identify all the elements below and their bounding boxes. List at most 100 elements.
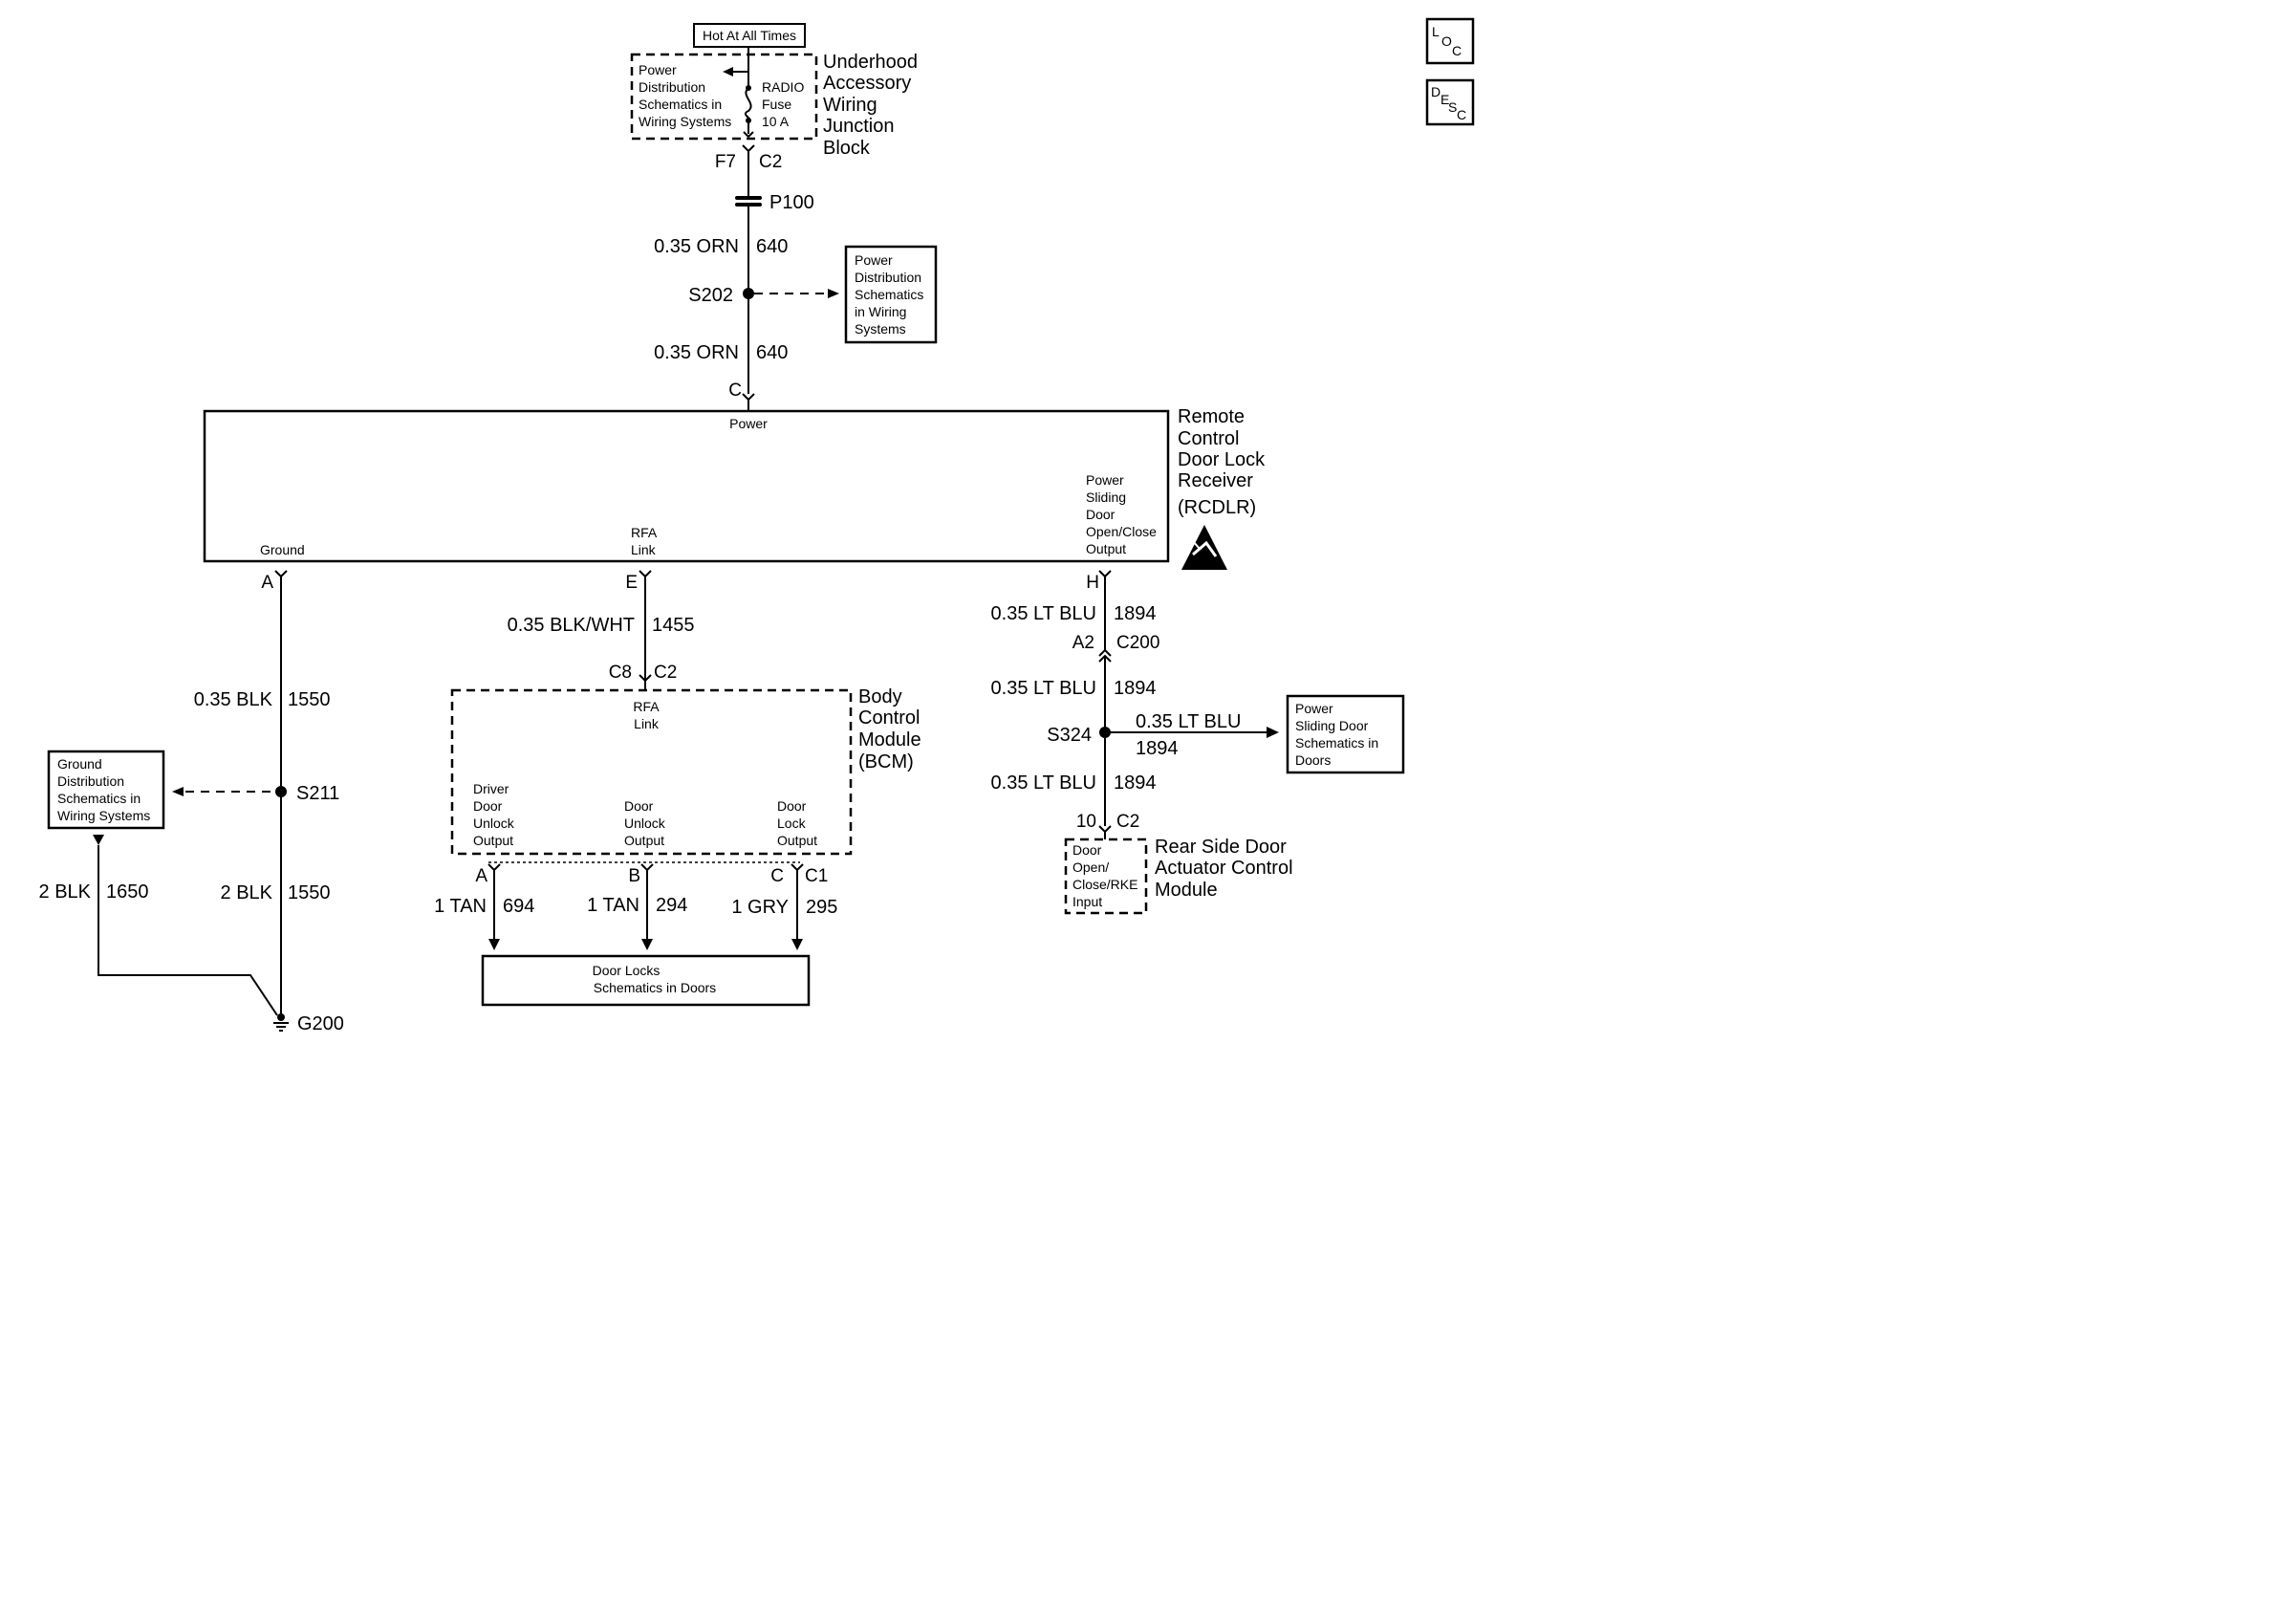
arrow-down-icon: [93, 835, 104, 845]
circuit-number-label: 640: [756, 236, 788, 257]
svg-text:Link: Link: [634, 716, 660, 731]
svg-text:Door: Door: [624, 798, 654, 814]
pin-label: C: [728, 381, 742, 401]
svg-text:Control: Control: [1178, 428, 1239, 449]
ground-distribution-ref-box[interactable]: Ground Distribution Schematics in Wiring…: [47, 750, 165, 830]
wire-gauge-label: 0.35 LT BLU: [991, 678, 1096, 699]
fuse-icon: [744, 87, 752, 121]
connector-a-icon: [487, 863, 501, 872]
svg-text:Junction: Junction: [823, 116, 895, 137]
loc-icon[interactable]: L O C: [1425, 17, 1475, 65]
svg-text:Link: Link: [631, 542, 657, 557]
rcdlr-sliding-door-output-terminal: Power Sliding Door Open/Close Output: [1086, 472, 1157, 556]
arrow-right-icon: [828, 289, 839, 298]
arrow-down-icon: [488, 939, 500, 950]
desc-icon-letter: S: [1448, 99, 1457, 115]
splice-label: S202: [688, 285, 733, 306]
power-sliding-door-ref-box[interactable]: Power Sliding Door Schematics in Doors: [1286, 694, 1405, 774]
arrow-down-icon: [791, 939, 803, 950]
wire-gauge-label: 1 GRY: [731, 897, 789, 918]
wiring-diagram: L O C D E S C Hot At All Times Power Dis…: [39, 17, 1475, 1034]
power-distribution-ref-box[interactable]: Power Distribution Schematics in Wiring …: [844, 245, 938, 344]
desc-icon-letter: C: [1457, 107, 1466, 122]
circuit-number-label: 1894: [1136, 738, 1179, 759]
rcdlr-name: Remote Control Door Lock Receiver (RCDLR…: [1178, 406, 1266, 518]
circuit-number-label: 640: [756, 342, 788, 363]
wire-gauge-label: 0.35 BLK/WHT: [508, 615, 635, 636]
bcm-name: Body Control Module (BCM): [858, 686, 921, 772]
desc-icon-letter: E: [1440, 92, 1449, 107]
desc-icon[interactable]: D E S C: [1425, 78, 1475, 126]
pin-label: C8: [609, 663, 632, 683]
junction-block-ref-text: Power Distribution Schematics in Wiring …: [639, 62, 731, 129]
svg-text:Unlock: Unlock: [473, 816, 515, 831]
loc-icon-letter: C: [1452, 43, 1462, 58]
connector-h-icon: [1098, 570, 1112, 578]
ground-terminal: [277, 1013, 285, 1021]
pin-label: A2: [1072, 633, 1094, 653]
svg-text:Door: Door: [473, 798, 503, 814]
actuator-module-input-terminal: Door Open/ Close/RKE Input: [1072, 842, 1137, 909]
door-locks-ref-box[interactable]: Door Locks Schematics in Doors: [481, 954, 811, 1007]
svg-text:Accessory: Accessory: [823, 73, 911, 94]
splice-label: S211: [296, 783, 339, 804]
p100-label: P100: [769, 192, 814, 213]
connector-f7-icon: [742, 144, 755, 153]
svg-text:RADIO: RADIO: [762, 79, 804, 95]
pin-label: H: [1086, 573, 1099, 593]
connector-label: C2: [654, 663, 677, 683]
loc-icon-letter: O: [1441, 33, 1452, 49]
circuit-number-label: 1455: [652, 615, 695, 636]
circuit-number-label: 1894: [1114, 678, 1157, 699]
svg-text:Schematics in: Schematics in: [1295, 735, 1378, 751]
bcm-rfa-terminal: RFA Link: [633, 699, 660, 731]
svg-text:Body: Body: [858, 686, 902, 707]
connector-label: C200: [1116, 633, 1159, 653]
svg-text:Output: Output: [777, 833, 817, 848]
svg-text:Schematics in Doors: Schematics in Doors: [594, 980, 716, 995]
pin-label: B: [628, 866, 640, 886]
wire-gauge-label: 2 BLK: [39, 881, 92, 903]
svg-text:Schematics in: Schematics in: [57, 791, 141, 806]
svg-text:Close/RKE: Close/RKE: [1072, 877, 1137, 892]
wire-gauge-label: 0.35 LT BLU: [1136, 711, 1241, 732]
bcm-driver-unlock-terminal: Driver Door Unlock Output: [473, 781, 515, 848]
svg-text:(BCM): (BCM): [858, 751, 914, 772]
arrow-right-icon: [1267, 727, 1279, 738]
wire-gauge-label: 0.35 BLK: [194, 689, 273, 710]
svg-text:Fuse: Fuse: [762, 97, 791, 112]
pin-label: 10: [1076, 812, 1096, 832]
wire-gauge-label: 2 BLK: [221, 882, 273, 903]
svg-text:Underhood: Underhood: [823, 52, 918, 73]
svg-text:Driver: Driver: [473, 781, 509, 796]
junction-block-box: [630, 53, 818, 141]
svg-text:Power: Power: [1086, 472, 1124, 488]
rcdlr-ground-terminal: Ground: [260, 542, 305, 557]
svg-text:Distribution: Distribution: [855, 270, 921, 285]
esd-warning-icon: [1181, 525, 1227, 570]
actuator-module-box: [1064, 838, 1148, 915]
connector-label: C2: [759, 152, 782, 172]
svg-text:Hot At All Times: Hot At All Times: [703, 28, 796, 43]
svg-text:Module: Module: [858, 729, 921, 751]
wire-gauge-label: 0.35 LT BLU: [991, 603, 1096, 624]
svg-text:Door: Door: [1086, 507, 1116, 522]
svg-text:Distribution: Distribution: [57, 773, 124, 789]
circuit-number-label: 294: [656, 895, 687, 916]
svg-text:Sliding: Sliding: [1086, 490, 1126, 505]
wire-gauge-label: 0.35 LT BLU: [991, 772, 1096, 794]
circuit-number-label: 1550: [288, 882, 331, 903]
connector-label: C2: [1116, 812, 1139, 832]
connector-b-icon: [640, 863, 654, 872]
svg-text:Output: Output: [473, 833, 513, 848]
circuit-number-label: 1550: [288, 689, 331, 710]
pin-label: F7: [715, 152, 736, 172]
svg-text:Wiring Systems: Wiring Systems: [639, 114, 731, 129]
svg-text:Output: Output: [624, 833, 664, 848]
bcm-door-lock-terminal: Door Lock Output: [777, 798, 817, 848]
loc-icon-letter: L: [1432, 24, 1440, 39]
svg-text:Unlock: Unlock: [624, 816, 666, 831]
circuit-number-label: 295: [806, 897, 837, 918]
svg-text:Power: Power: [1295, 701, 1333, 716]
pin-label: A: [261, 573, 273, 593]
